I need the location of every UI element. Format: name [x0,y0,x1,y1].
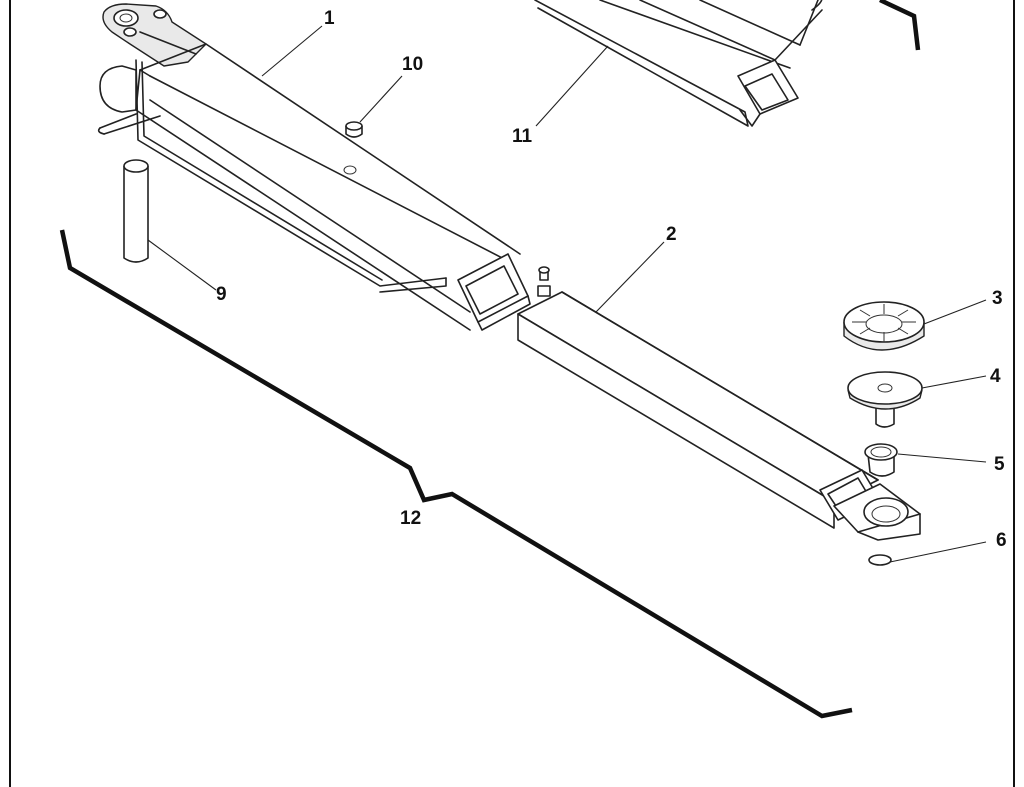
part-4-lift-disc [847,371,923,428]
part-12-assembly-bracket [59,229,853,719]
part-5-bushing [864,443,898,477]
callout-1: 1 [324,8,335,29]
callout-5: 5 [994,454,1005,475]
callout-6: 6 [996,530,1007,551]
callout-2: 2 [666,224,677,245]
part-1-swing-arm [97,3,531,331]
callout-11: 11 [512,126,533,147]
callout-4: 4 [990,366,1001,387]
callout-12: 12 [400,508,421,529]
callout-10: 10 [402,54,423,75]
part-11-upper-arm [534,0,823,127]
part-10-plug [345,121,363,138]
part-9-pin [123,159,149,263]
part-6-snap-ring [868,554,892,566]
part-2-extension-arm [517,291,921,541]
part-11-assembly-bracket [879,0,921,51]
part-3-rubber-pad [843,301,925,351]
callout-9: 9 [216,284,227,305]
callout-3: 3 [992,288,1003,309]
leader-lines [147,25,987,563]
